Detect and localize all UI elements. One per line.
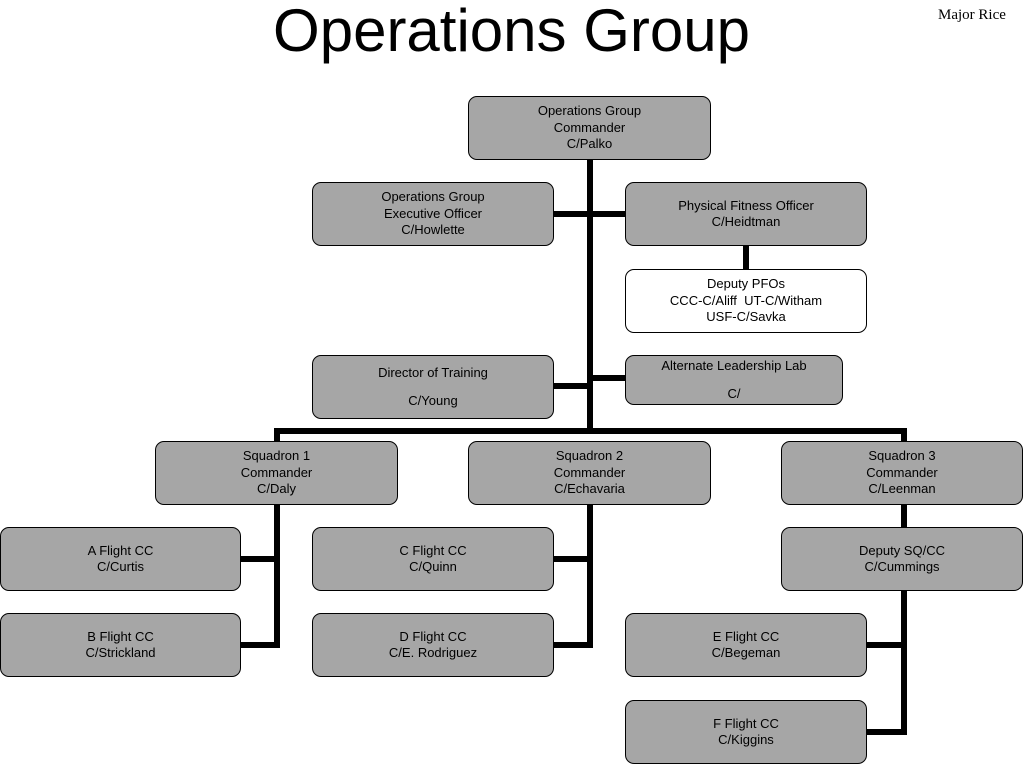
node-text-line: F Flight CC bbox=[713, 715, 779, 731]
node-text-line: C/Palko bbox=[566, 136, 613, 152]
node-text-line: C/Cummings bbox=[864, 559, 940, 574]
node-text-line: Director of Training bbox=[378, 364, 488, 380]
node-deputy-sq-cc: Deputy SQ/CC C/Cummings bbox=[781, 527, 1023, 591]
node-e-flight-cc: E Flight CC C/Begeman bbox=[625, 613, 867, 677]
node-director-of-training: Director of Training C/Young bbox=[312, 355, 554, 419]
page-title: Operations Group bbox=[273, 0, 750, 64]
node-text-line: C/Leenman bbox=[868, 481, 936, 497]
node-squadron-2-commander: Squadron 2 Commander C/Echavaria bbox=[468, 441, 711, 505]
node-text-line: Squadron 2 bbox=[555, 448, 624, 464]
node-text-line: C Flight CC bbox=[399, 542, 467, 558]
node-text-line: C/E. Rodriguez bbox=[388, 645, 478, 660]
node-text-line: Physical Fitness Officer bbox=[678, 197, 814, 213]
node-text-line: C/Kiggins bbox=[718, 732, 774, 747]
node-text-line: Deputy PFOs bbox=[706, 276, 786, 292]
node-text-line: A Flight CC bbox=[87, 542, 154, 558]
node-text-line: E Flight CC bbox=[712, 628, 780, 644]
node-b-flight-cc: B Flight CC C/Strickland bbox=[0, 613, 241, 677]
node-text-line: Squadron 3 bbox=[868, 448, 936, 464]
node-c-flight-cc: C Flight CC C/Quinn bbox=[312, 527, 554, 591]
node-text-line: Commander bbox=[553, 119, 626, 135]
node-ops-group-commander: Operations Group Commander C/Palko bbox=[468, 96, 711, 160]
node-text-line: C/ bbox=[727, 386, 741, 401]
node-physical-fitness-officer: Physical Fitness Officer C/Heidtman bbox=[625, 182, 867, 246]
node-text-line: Commander bbox=[866, 464, 938, 480]
node-text-line: Squadron 1 bbox=[242, 448, 311, 464]
node-text-line: Deputy SQ/CC bbox=[859, 542, 945, 558]
node-alternate-leadership-lab: Alternate Leadership Lab C/ bbox=[625, 355, 843, 405]
node-text-line: Alternate Leadership Lab bbox=[661, 357, 807, 373]
node-text-line: Operations Group bbox=[381, 189, 485, 205]
node-deputy-pfos: Deputy PFOs CCC-C/Aliff UT-C/Witham USF-… bbox=[625, 269, 867, 333]
node-text-line: Commander bbox=[240, 464, 313, 480]
node-text-line: Operations Group bbox=[537, 103, 642, 119]
node-text-line: C/Quinn bbox=[409, 559, 457, 574]
node-text-line: Commander bbox=[553, 464, 626, 480]
node-text-line: C/Begeman bbox=[711, 645, 781, 660]
node-squadron-3-commander: Squadron 3 Commander C/Leenman bbox=[781, 441, 1023, 505]
node-text-line: C/Heidtman bbox=[711, 214, 781, 229]
node-text-line: CCC-C/Aliff UT-C/Witham bbox=[669, 292, 823, 308]
node-a-flight-cc: A Flight CC C/Curtis bbox=[0, 527, 241, 591]
node-text-line: C/Strickland bbox=[85, 645, 156, 660]
node-text-line: C/Curtis bbox=[97, 559, 144, 574]
node-ops-group-exec-officer: Operations Group Executive Officer C/How… bbox=[312, 182, 554, 246]
node-f-flight-cc: F Flight CC C/Kiggins bbox=[625, 700, 867, 764]
node-text-line: B Flight CC bbox=[87, 628, 154, 644]
node-squadron-1-commander: Squadron 1 Commander C/Daly bbox=[155, 441, 398, 505]
node-text-line: C/Daly bbox=[256, 481, 296, 497]
node-text-line: C/Howlette bbox=[401, 222, 465, 238]
author-label: Major Rice bbox=[938, 7, 1006, 23]
node-text-line: Executive Officer bbox=[383, 205, 483, 221]
node-d-flight-cc: D Flight CC C/E. Rodriguez bbox=[312, 613, 554, 677]
node-text-line: C/Echavaria bbox=[554, 481, 625, 497]
node-text-line: USF-C/Savka bbox=[706, 309, 786, 325]
node-text-line: D Flight CC bbox=[399, 628, 467, 644]
node-text-line: C/Young bbox=[408, 393, 458, 408]
